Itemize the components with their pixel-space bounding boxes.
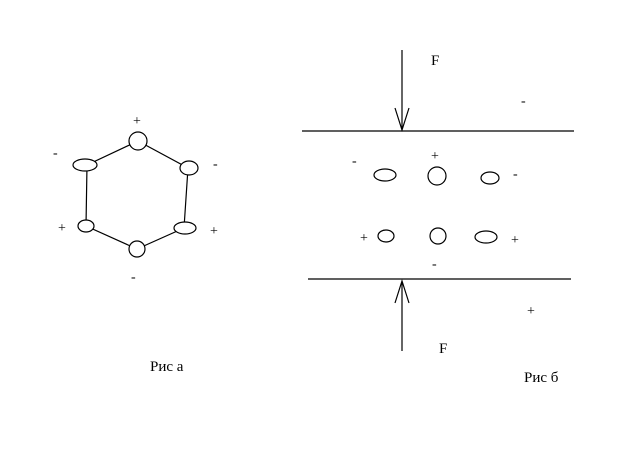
- atom-row1-right: [480, 171, 500, 185]
- bottom-force-arrowhead: [394, 279, 410, 304]
- charge-sign-lower-right: +: [210, 224, 218, 239]
- atom-lower-right: [173, 221, 197, 235]
- atom-upper-left: [72, 158, 98, 172]
- atom-top: [128, 131, 148, 151]
- atom-lower-left: [77, 219, 95, 233]
- figure-a: + - - + + - Рис а: [53, 114, 218, 375]
- top-force-arrowhead: [394, 107, 410, 132]
- atom-row1-center: [427, 166, 447, 186]
- charge-sign-row1-center: +: [431, 149, 439, 164]
- caption-a: Рис а: [150, 359, 184, 375]
- atom-bottom: [128, 240, 146, 258]
- charge-sign-bottom: -: [131, 270, 136, 285]
- bottom-force-label: F: [439, 341, 447, 357]
- charge-sign-upper-left: -: [53, 146, 58, 161]
- atom-row1-left: [373, 168, 397, 182]
- charge-sign-row2-left: +: [360, 231, 368, 246]
- charge-sign-row1-left: -: [352, 154, 357, 169]
- atom-upper-right: [179, 160, 199, 176]
- charge-sign-upper-right: -: [213, 157, 218, 172]
- charge-sign-outer-top: -: [521, 94, 526, 109]
- atom-row2-center: [429, 227, 447, 245]
- charge-sign-row2-right: +: [511, 233, 519, 248]
- figure-b: F F - + - + - + - + Рис б: [302, 50, 574, 386]
- atom-row2-left: [377, 229, 395, 243]
- hexagon-bonds: [85, 140, 189, 250]
- charge-sign-row2-center: -: [432, 257, 437, 272]
- charge-sign-lower-left: +: [58, 221, 66, 236]
- charge-sign-row1-right: -: [513, 167, 518, 182]
- atom-row2-right: [474, 230, 498, 244]
- caption-b: Рис б: [524, 370, 559, 386]
- charge-sign-top: +: [133, 114, 141, 129]
- charge-sign-outer-bottom: +: [527, 304, 535, 319]
- top-force-label: F: [431, 53, 439, 69]
